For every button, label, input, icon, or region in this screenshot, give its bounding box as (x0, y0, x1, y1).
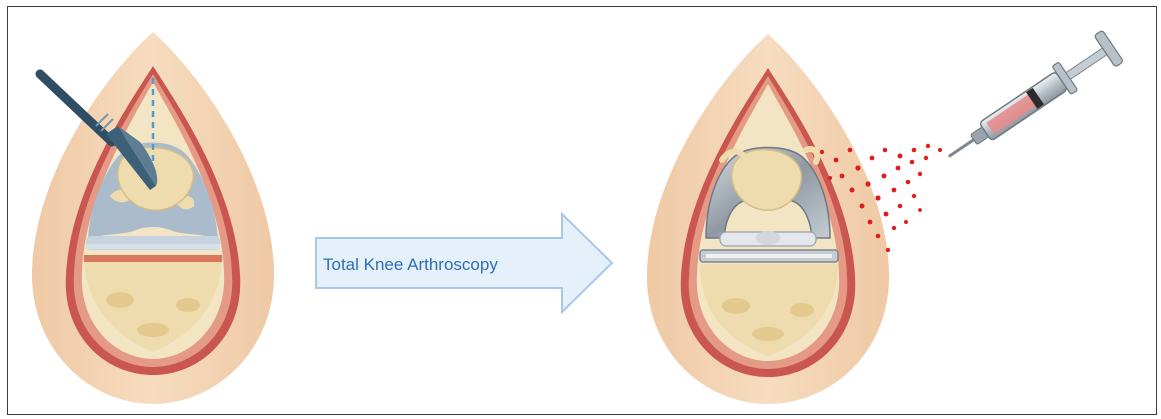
arrow-label: Total Knee Arthroscopy (323, 255, 498, 274)
left-knee (32, 32, 274, 404)
right-knee (647, 34, 889, 404)
process-arrow: Total Knee Arthroscopy (316, 214, 612, 312)
syringe-icon (938, 30, 1123, 172)
